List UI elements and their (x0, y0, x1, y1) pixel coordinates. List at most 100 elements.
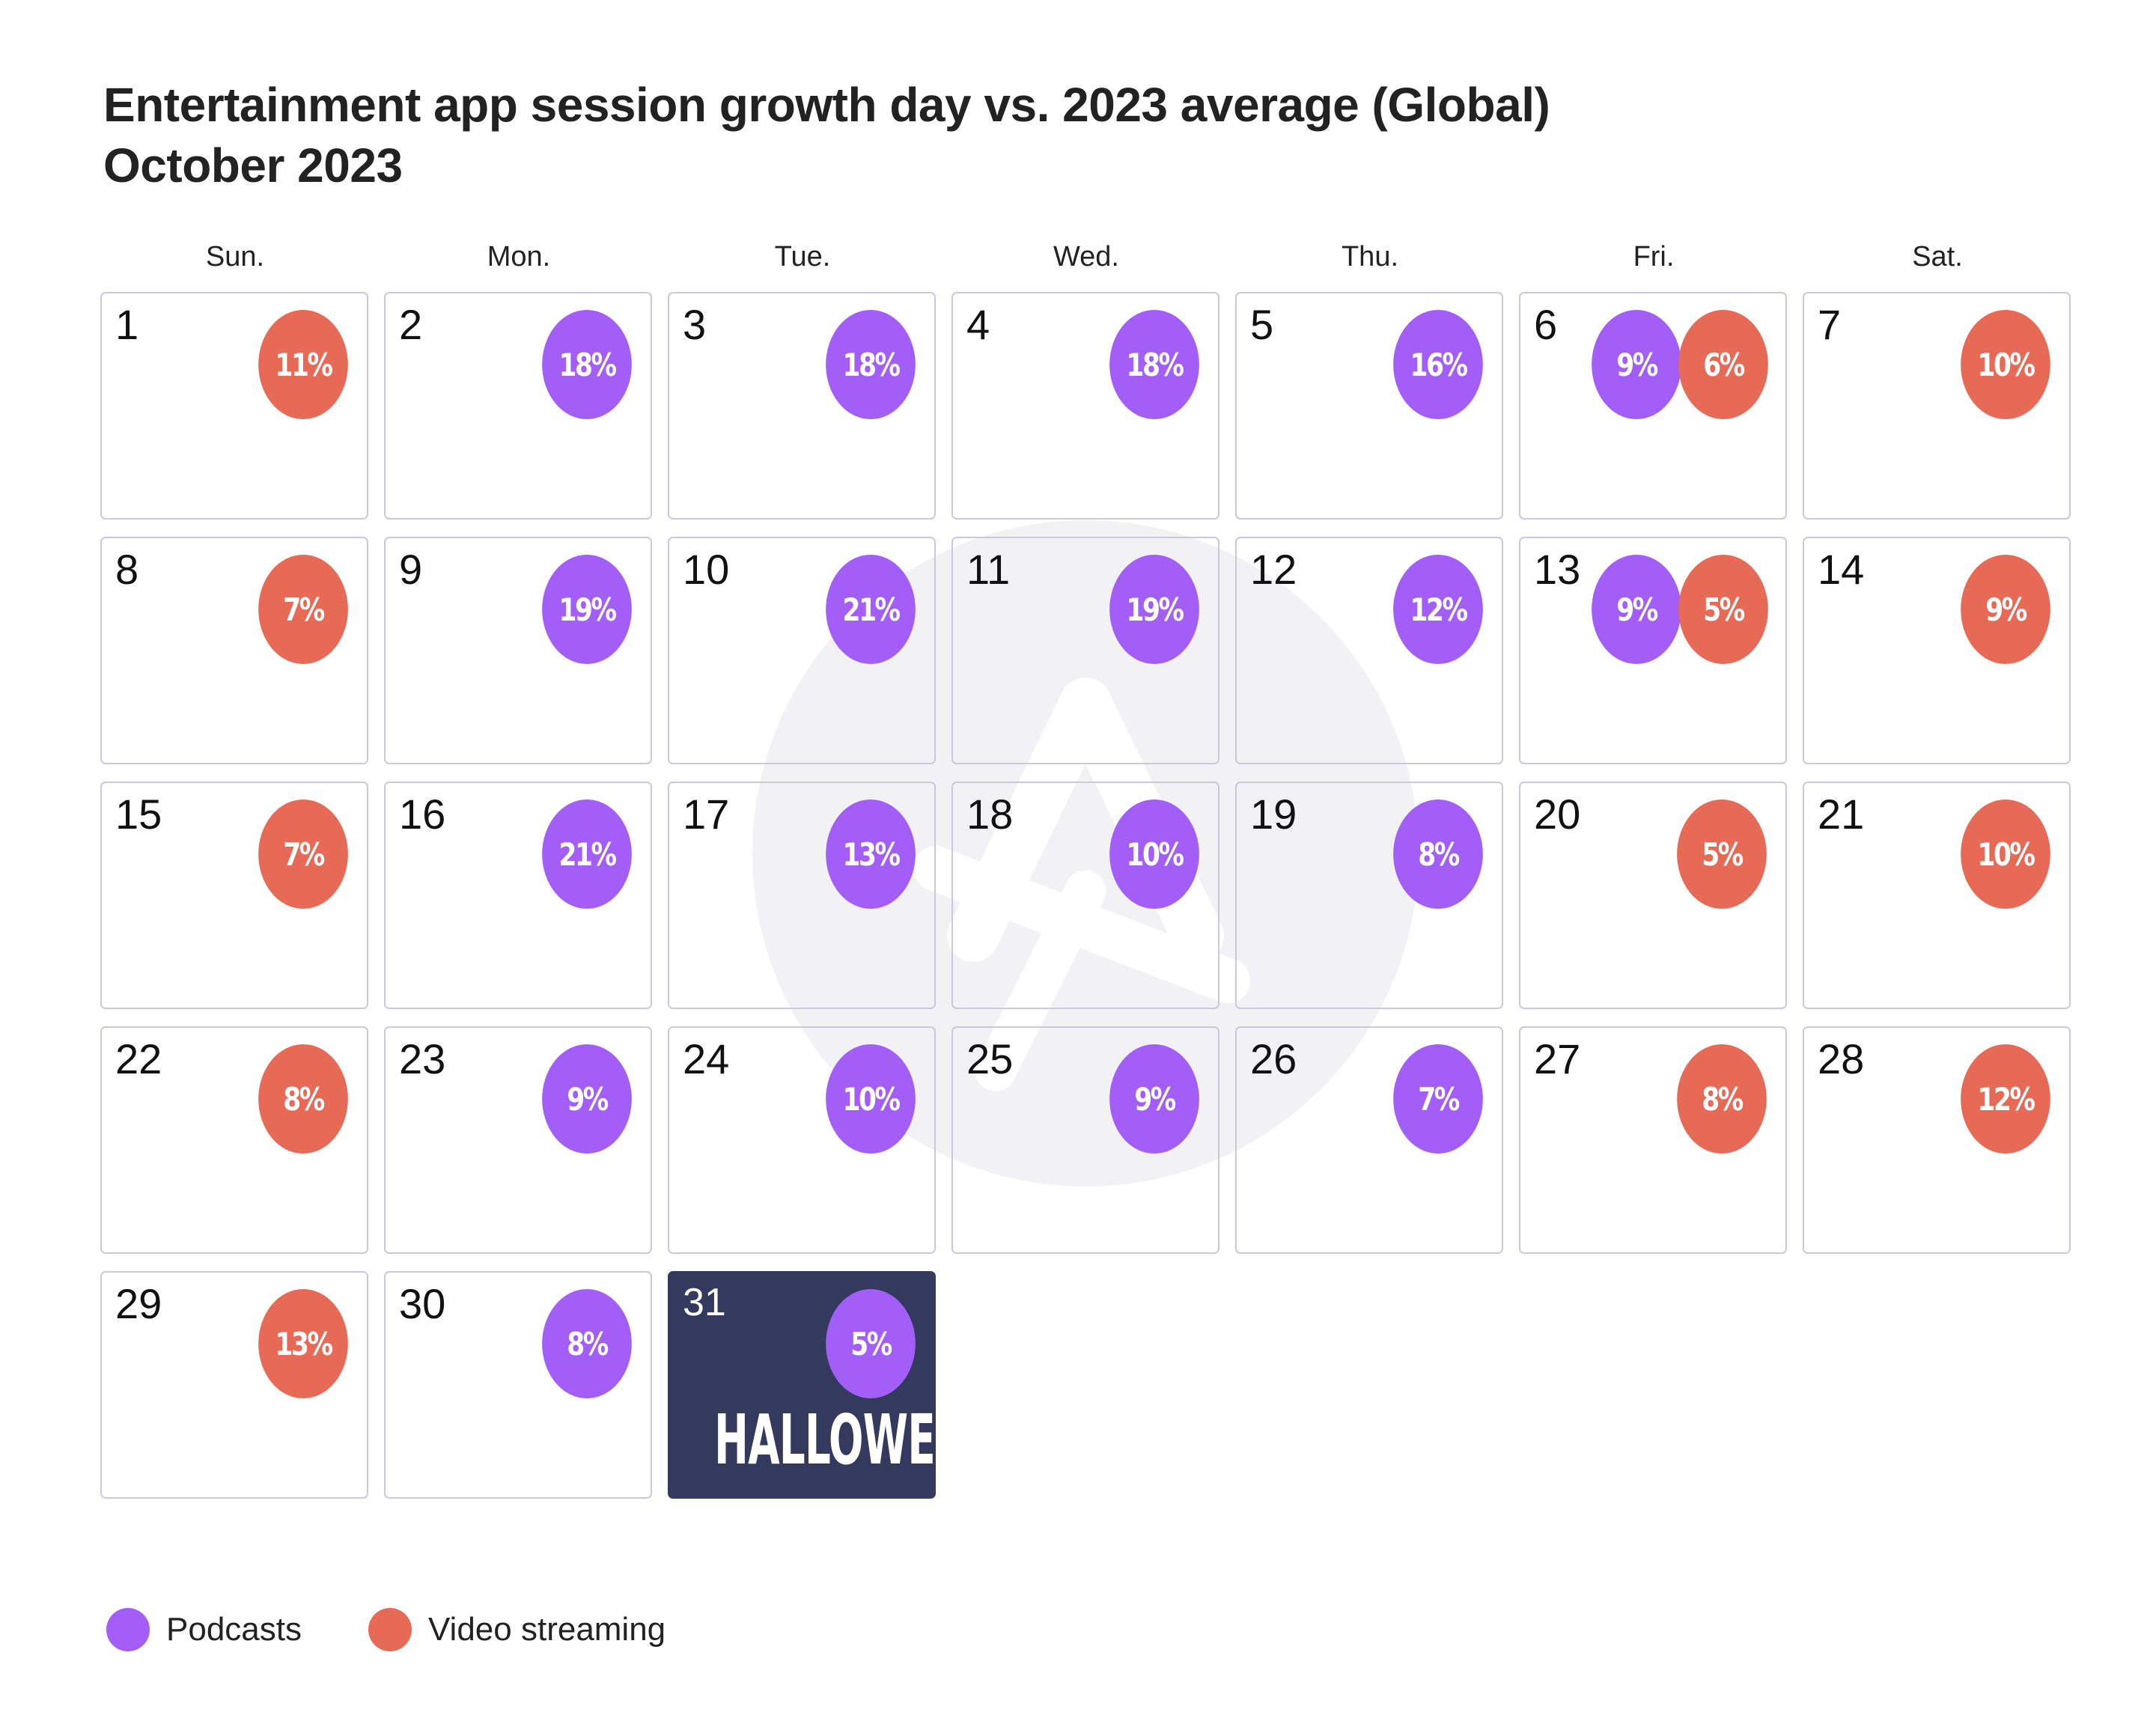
podcasts-value-bubble: 9% (1592, 310, 1681, 419)
podcasts-value-bubble: 10% (1109, 799, 1199, 909)
legend-swatch-podcasts (106, 1608, 150, 1651)
podcasts-value-bubble: 9% (1109, 1044, 1199, 1154)
calendar-day-cell: 11 19% (951, 537, 1219, 764)
video-streaming-value-bubble: 7% (258, 799, 348, 909)
chart-subtitle: October 2023 (103, 138, 403, 192)
calendar-day-cell: 15 7% (100, 782, 368, 1009)
calendar-day-cell: 16 21% (384, 782, 652, 1009)
calendar-day-cell: 24 10% (668, 1026, 936, 1254)
podcasts-value-bubble: 19% (542, 555, 632, 664)
legend-item-podcasts: Podcasts (106, 1608, 302, 1651)
calendar-day-cell: 18 10% (951, 782, 1219, 1009)
podcasts-value-bubble: 18% (826, 310, 916, 419)
video-streaming-value-bubble: 9% (1961, 555, 2050, 664)
day-number: 21 (1818, 791, 1865, 838)
podcasts-value-bubble: 9% (542, 1044, 632, 1154)
day-number: 26 (1250, 1035, 1297, 1082)
weekday-header: Mon. (487, 241, 551, 272)
video-streaming-value-bubble: 13% (258, 1289, 348, 1398)
day-number: 3 (683, 301, 707, 348)
day-number: 1 (115, 301, 139, 348)
video-streaming-value-bubble: 10% (1961, 310, 2050, 419)
calendar-day-cell: 26 7% (1235, 1026, 1503, 1254)
day-number: 6 (1534, 301, 1558, 348)
day-number: 12 (1250, 546, 1297, 593)
legend-item-video-streaming: Video streaming (368, 1608, 666, 1651)
weekday-header: Fri. (1633, 241, 1675, 272)
day-number: 20 (1534, 791, 1581, 838)
day-number: 27 (1534, 1035, 1581, 1082)
podcasts-value-bubble: 13% (826, 799, 916, 909)
day-number: 25 (966, 1035, 1014, 1082)
calendar-day-cell: 19 8% (1235, 782, 1503, 1009)
day-number: 5 (1250, 301, 1274, 348)
day-number: 19 (1250, 791, 1297, 838)
day-number: 9 (399, 546, 423, 593)
video-streaming-value-bubble: 6% (1678, 310, 1768, 419)
event-label: HALLOWEEN (714, 1400, 996, 1480)
video-streaming-value-bubble: 12% (1961, 1044, 2050, 1154)
calendar-day-cell: 23 9% (384, 1026, 652, 1254)
day-number: 29 (115, 1280, 162, 1327)
weekday-header: Wed. (1053, 241, 1119, 272)
day-number: 15 (115, 791, 162, 838)
video-streaming-value-bubble: 5% (1677, 799, 1767, 909)
podcasts-value-bubble: 21% (542, 799, 632, 909)
day-number: 28 (1818, 1035, 1865, 1082)
calendar-day-cell: 29 13% (100, 1271, 368, 1499)
podcasts-value-bubble: 21% (826, 555, 916, 664)
day-number: 14 (1818, 546, 1865, 593)
day-number: 8 (115, 546, 139, 593)
weekday-header: Thu. (1341, 241, 1399, 272)
weekday-header: Sun. (205, 241, 265, 272)
podcasts-value-bubble: 10% (826, 1044, 916, 1154)
calendar-day-cell: 8 7% (100, 537, 368, 764)
podcasts-value-bubble: 18% (1109, 310, 1199, 419)
calendar-day-cell: 6 9%6% (1519, 292, 1787, 520)
legend-swatch-video-streaming (368, 1608, 412, 1651)
calendar-day-cell: 28 12% (1803, 1026, 2071, 1254)
chart-title: Entertainment app session growth day vs.… (103, 78, 1550, 132)
day-number: 7 (1818, 301, 1842, 348)
calendar-day-cell: 10 21% (668, 537, 936, 764)
video-streaming-value-bubble: 7% (258, 555, 348, 664)
day-number: 18 (966, 791, 1014, 838)
podcasts-value-bubble: 8% (542, 1289, 632, 1398)
legend-label-podcasts: Podcasts (166, 1611, 302, 1648)
calendar-day-cell: 27 8% (1519, 1026, 1787, 1254)
video-streaming-value-bubble: 10% (1961, 799, 2050, 909)
calendar-day-cell: 21 10% (1803, 782, 2071, 1009)
day-number: 23 (399, 1035, 446, 1082)
legend-label-video-streaming: Video streaming (428, 1611, 666, 1648)
day-number: 24 (683, 1035, 730, 1082)
day-number: 10 (683, 546, 730, 593)
calendar-day-cell: 9 19% (384, 537, 652, 764)
podcasts-value-bubble: 9% (1592, 555, 1681, 664)
day-number: 11 (966, 546, 1011, 593)
video-streaming-value-bubble: 5% (1678, 555, 1768, 664)
calendar-day-cell-event: 31 5%HALLOWEEN (668, 1271, 996, 1499)
day-number: 13 (1534, 546, 1581, 593)
video-streaming-value-bubble: 8% (1677, 1044, 1767, 1154)
day-number: 2 (399, 301, 423, 348)
podcasts-value-bubble: 19% (1109, 555, 1199, 664)
podcasts-value-bubble: 8% (1393, 799, 1483, 909)
calendar-day-cell: 25 9% (951, 1026, 1219, 1254)
podcasts-value-bubble: 5% (826, 1289, 916, 1398)
day-number: 22 (115, 1035, 162, 1082)
weekday-header: Sat. (1912, 241, 1963, 272)
day-number: 16 (399, 791, 446, 838)
calendar-day-cell: 2 18% (384, 292, 652, 520)
calendar-day-cell: 14 9% (1803, 537, 2071, 764)
day-number: 31 (683, 1281, 726, 1324)
video-streaming-value-bubble: 11% (258, 310, 348, 419)
podcasts-value-bubble: 18% (542, 310, 632, 419)
calendar-day-cell: 20 5% (1519, 782, 1787, 1009)
podcasts-value-bubble: 7% (1393, 1044, 1483, 1154)
